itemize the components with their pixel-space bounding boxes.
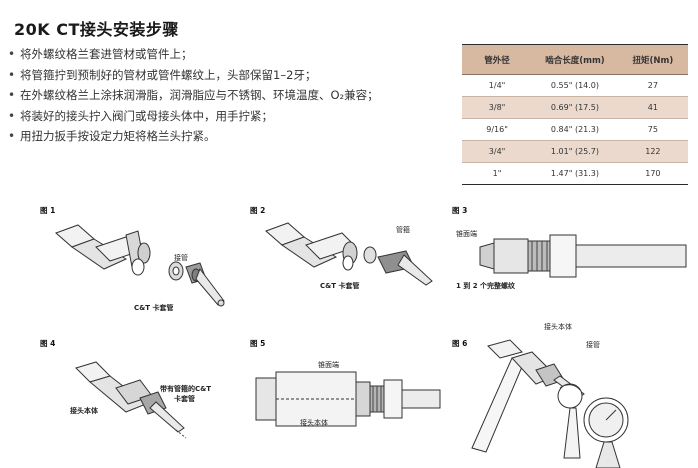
figure-6-drawing	[471, 339, 629, 468]
table-row: 1/4"0.55" (14.0)27	[462, 74, 688, 97]
page-title: 20K CT接头安装步骤	[14, 20, 179, 39]
step-item: •用扭力扳手按设定力矩将格兰头拧紧。	[8, 126, 379, 147]
figure-2-drawing	[265, 222, 433, 286]
callout-body: 接头本体	[70, 407, 98, 415]
figure-1: 图 1 接管 C&T 卡套管	[36, 205, 236, 320]
figure-3: 图 3 锥面端 1 到 2 个完整螺纹	[452, 205, 692, 320]
callout-sleeve: 管箍	[396, 226, 410, 234]
figure-label: 图 1	[40, 206, 56, 215]
figure-label: 图 5	[250, 339, 266, 348]
figure-label: 图 2	[250, 206, 266, 215]
spec-table: 管外径 啮合长度(mm) 扭矩(Nm) 1/4"0.55" (14.0)27 3…	[462, 44, 688, 185]
figure-5-drawing	[255, 371, 441, 427]
figure-4: 图 4 带有管箍的C&T 卡套管 接头本体	[36, 338, 246, 463]
step-item: •将装好的接头拧入阀门或母接头体中，用手拧紧；	[8, 106, 379, 127]
callout-body: 接头本体	[544, 323, 572, 331]
figure-1-drawing	[55, 224, 225, 307]
table-header-row: 管外径 啮合长度(mm) 扭矩(Nm)	[462, 44, 688, 75]
figure-2: 图 2 管箍 C&T 卡套管	[246, 205, 446, 320]
install-steps: •将外螺纹格兰套进管材或管件上； •将管箍拧到预制好的管材或管件螺纹上，头部保留…	[8, 44, 379, 147]
figure-3-drawing	[479, 234, 687, 278]
callout-tube: 卡套管	[174, 395, 195, 403]
figure-label: 图 3	[452, 206, 468, 215]
figure-5: 图 5 锥面端 接头本体	[246, 338, 446, 463]
callout-cone-end: 锥面端	[318, 361, 339, 369]
table-row: 9/16"0.84" (21.3)75	[462, 118, 688, 141]
figure-4-drawing	[75, 361, 187, 439]
callout-thread: 1 到 2 个完整螺纹	[456, 282, 516, 290]
figure-label: 图 4	[40, 339, 56, 348]
bullet: •	[8, 47, 16, 61]
step-item: •将管箍拧到预制好的管材或管件螺纹上，头部保留1–2牙；	[8, 65, 379, 86]
header-torque: 扭矩(Nm)	[617, 44, 688, 75]
callout-tube-sleeve: 带有管箍的C&T	[160, 385, 212, 393]
bullet: •	[8, 67, 16, 82]
step-item: •在外螺纹格兰上涂抹润滑脂，润滑脂应与不锈钢、环境温度、O₂兼容；	[8, 85, 379, 106]
step-item: •将外螺纹格兰套进管材或管件上；	[8, 44, 379, 65]
callout-tube: C&T 卡套管	[320, 282, 360, 290]
table-row: 3/8"0.69" (17.5)41	[462, 96, 688, 119]
figure-label: 图 6	[452, 339, 468, 348]
callout-body: 接头本体	[300, 419, 328, 427]
header-od: 管外径	[462, 44, 533, 75]
callout-cone-end: 锥面端	[456, 230, 477, 238]
figure-6: 图 6 接头本体 接管	[452, 318, 692, 468]
table-row: 3/4"1.01" (25.7)122	[462, 140, 688, 163]
header-engagement: 啮合长度(mm)	[532, 44, 618, 75]
bullet: •	[8, 88, 16, 102]
bullet: •	[8, 129, 16, 143]
table-row: 1"1.47" (31.3)170	[462, 162, 688, 185]
callout-pipe: 接管	[174, 254, 188, 262]
callout-tube: C&T 卡套管	[134, 304, 174, 312]
bullet: •	[8, 108, 16, 123]
callout-pipe: 接管	[586, 341, 600, 349]
